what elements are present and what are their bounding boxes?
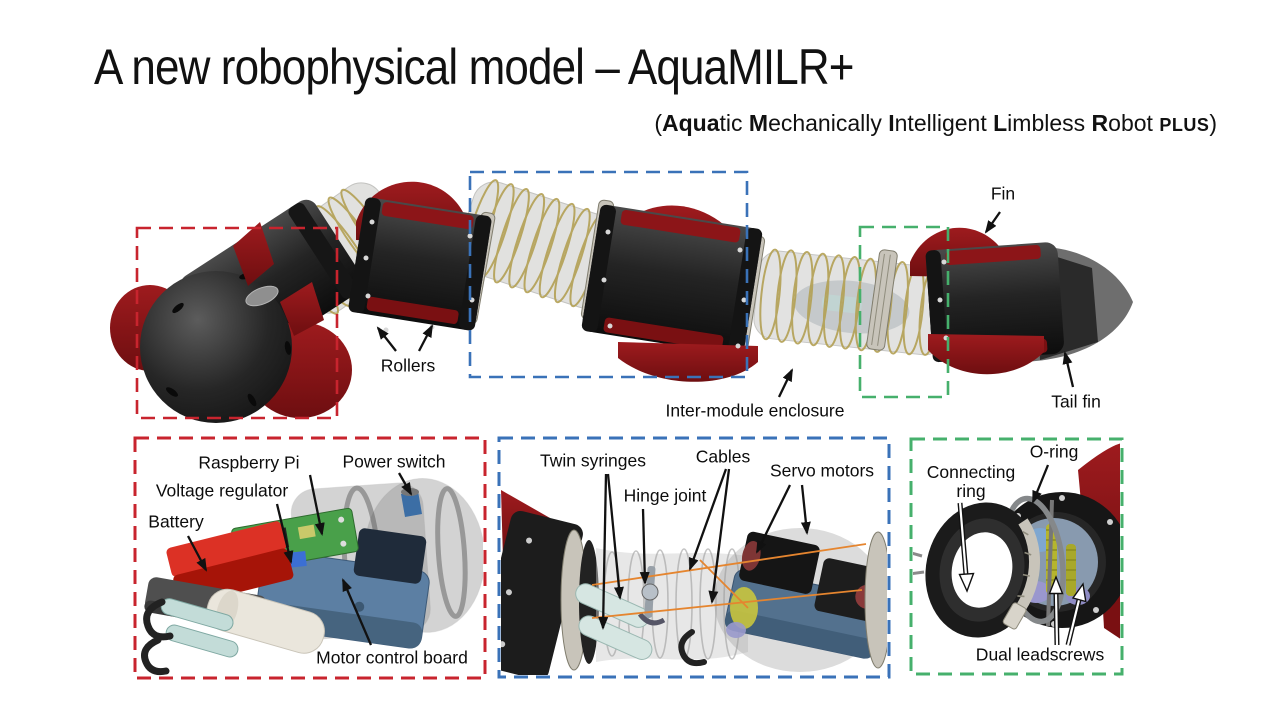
- label-servo-motors: Servo motors: [769, 460, 875, 481]
- annotation-arrows: [186, 211, 1075, 646]
- label-voltage-regulator: Voltage regulator: [155, 480, 289, 501]
- power-switch-illustration: [401, 491, 422, 517]
- module3-bottom-fin: [618, 342, 758, 382]
- panel-internal-frame: [133, 436, 487, 680]
- module2-illustration: [348, 197, 492, 331]
- actuation-illustration: [501, 490, 887, 675]
- label-power-switch: Power switch: [342, 451, 446, 472]
- subtitle-segment: (: [654, 110, 662, 136]
- subtitle-segment: imbless: [1007, 110, 1092, 136]
- subtitle-segment: I: [888, 110, 895, 136]
- highlight-box-connection: [858, 225, 950, 399]
- subtitle-segment: L: [993, 110, 1008, 136]
- module4-bolts: [937, 259, 949, 341]
- label-fin: Fin: [990, 183, 1016, 204]
- subtitle-segment: ): [1209, 110, 1217, 136]
- head-fin-blade: [280, 282, 324, 336]
- bellows-segment: [456, 179, 624, 309]
- subtitle-segment: M: [748, 110, 769, 136]
- highlight-box-head-module: [135, 226, 339, 420]
- label-tail-fin: Tail fin: [1051, 391, 1101, 412]
- panel-actuation-frame: [497, 436, 891, 679]
- label-hinge-joint: Hinge joint: [623, 485, 707, 506]
- label-o-ring: O-ring: [1029, 441, 1079, 462]
- subtitle-segment: Aqua: [662, 110, 720, 136]
- head-cap: [245, 285, 279, 307]
- label-dual-leadscrews: Dual leadscrews: [975, 644, 1105, 665]
- subtitle-segment: echanically: [768, 110, 889, 136]
- cables-illustration: [591, 543, 867, 619]
- subtitle-segment: ntelligent: [894, 110, 994, 136]
- subtitle-acronym: (Aquatic Mechanically Intelligent Limble…: [654, 110, 1217, 137]
- subtitle-segment: tic: [719, 110, 749, 136]
- module3-illustration: [581, 204, 763, 356]
- label-rollers: Rollers: [380, 355, 436, 376]
- panel-connection-frame: [909, 437, 1124, 676]
- module4-bottom-fin: [928, 334, 1044, 375]
- label-connecting-ring: Connecting ring: [926, 461, 1016, 501]
- label-motor-control-board: Motor control board: [316, 647, 468, 668]
- label-battery: Battery: [148, 511, 204, 532]
- module3-bolts: [601, 229, 747, 349]
- label-cables: Cables: [695, 446, 751, 467]
- label-raspberry-pi: Raspberry Pi: [198, 452, 300, 473]
- connection-illustration: [913, 443, 1120, 639]
- subtitle-segment: obot: [1108, 110, 1160, 136]
- white-annotation-arrows: [957, 502, 1087, 646]
- robot-overview-illustration: [110, 179, 1133, 423]
- subtitle-segment: PLUS: [1159, 115, 1210, 135]
- label-inter-module-enclosure: Inter-module enclosure: [665, 400, 845, 421]
- subtitle-segment: R: [1091, 110, 1109, 136]
- internal-components-illustration: [141, 477, 483, 676]
- page-title: A new robophysical model – AquaMILR+: [94, 39, 854, 95]
- label-twin-syringes: Twin syringes: [539, 450, 647, 471]
- head-fin-blade: [233, 222, 274, 286]
- highlight-box-actuation-module: [468, 170, 749, 379]
